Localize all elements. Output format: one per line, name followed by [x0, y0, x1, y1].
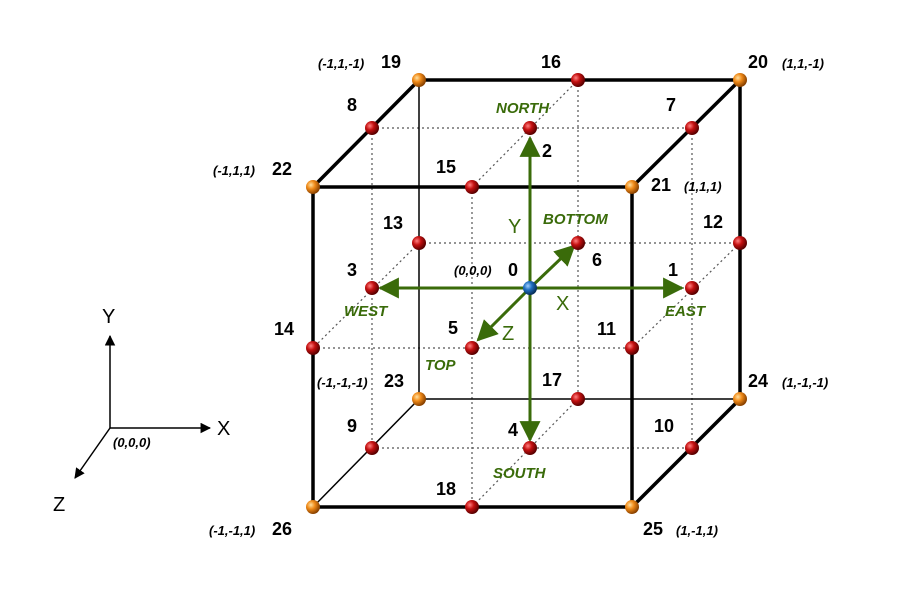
node-9 — [365, 441, 379, 455]
label-23: 23 — [384, 371, 404, 391]
coord-19: (-1,1,-1) — [318, 56, 364, 71]
coord-23: (-1,-1,-1) — [317, 375, 368, 390]
ref-axis-y: Y — [102, 306, 115, 328]
label-22: 22 — [272, 159, 292, 179]
node-18 — [465, 500, 479, 514]
label-4: 4 — [508, 420, 518, 440]
direction-labels: NORTH SOUTH EAST WEST TOP BOTTOM — [344, 100, 707, 482]
direction-east: EAST — [665, 303, 707, 320]
lattice-nodes — [306, 73, 747, 514]
label-10: 10 — [654, 416, 674, 436]
node-23 — [412, 392, 426, 406]
node-20 — [733, 73, 747, 87]
label-5: 5 — [448, 318, 458, 338]
coord-21: (1,1,1) — [684, 179, 722, 194]
node-21 — [625, 180, 639, 194]
label-25: 25 — [643, 519, 663, 539]
label-13: 13 — [383, 213, 403, 233]
node-22 — [306, 180, 320, 194]
direction-top: TOP — [425, 357, 457, 374]
label-15: 15 — [436, 157, 456, 177]
label-8: 8 — [347, 95, 357, 115]
label-18: 18 — [436, 479, 456, 499]
direction-bottom: BOTTOM — [543, 211, 608, 228]
label-9: 9 — [347, 416, 357, 436]
top-arrow — [476, 286, 532, 342]
cube-axis-letters: X Y Z — [502, 216, 569, 345]
label-6: 6 — [592, 250, 602, 270]
cube-axis-x: X — [556, 293, 569, 315]
node-19 — [412, 73, 426, 87]
node-14 — [306, 341, 320, 355]
cube-axis-z: Z — [502, 323, 514, 345]
label-7: 7 — [666, 95, 676, 115]
node-1 — [685, 281, 699, 295]
label-1: 1 — [668, 260, 678, 280]
label-3: 3 — [347, 260, 357, 280]
label-24: 24 — [748, 371, 768, 391]
node-17 — [571, 392, 585, 406]
node-8 — [365, 121, 379, 135]
ref-axis-z: Z — [53, 494, 65, 516]
label-11: 11 — [597, 319, 616, 339]
direction-north: NORTH — [496, 100, 550, 117]
label-14: 14 — [274, 319, 294, 339]
coord-22: (-1,1,1) — [213, 163, 255, 178]
label-17: 17 — [542, 370, 562, 390]
label-2: 2 — [542, 141, 552, 161]
coordinate-labels: (0,0,0) (-1,1,-1) (1,1,-1) (-1,1,1) (1,1… — [209, 56, 828, 538]
node-5 — [465, 341, 479, 355]
label-19: 19 — [381, 52, 401, 72]
coord-24: (1,-1,-1) — [782, 375, 828, 390]
ref-z-arrow — [74, 427, 111, 479]
node-4 — [523, 441, 537, 455]
label-12: 12 — [703, 212, 723, 232]
coord-20: (1,1,-1) — [782, 56, 824, 71]
node-24 — [733, 392, 747, 406]
node-13 — [412, 236, 426, 250]
coord-26: (-1,-1,1) — [209, 523, 255, 538]
node-25 — [625, 500, 639, 514]
node-2 — [523, 121, 537, 135]
node-10 — [685, 441, 699, 455]
center-axes — [377, 135, 685, 443]
ref-origin-label: (0,0,0) — [113, 435, 151, 450]
label-0: 0 — [508, 260, 518, 280]
coord-0: (0,0,0) — [454, 263, 492, 278]
node-15 — [465, 180, 479, 194]
cube-axis-y: Y — [508, 216, 521, 238]
label-26: 26 — [272, 519, 292, 539]
label-16: 16 — [541, 52, 561, 72]
node-16 — [571, 73, 585, 87]
label-20: 20 — [748, 52, 768, 72]
node-6 — [571, 236, 585, 250]
node-number-labels: 0 1 2 3 4 5 6 7 8 9 10 11 12 13 14 15 16… — [272, 52, 768, 539]
direction-south: SOUTH — [493, 465, 547, 482]
bottom-arrow — [528, 244, 576, 290]
node-3 — [365, 281, 379, 295]
node-12 — [733, 236, 747, 250]
label-21: 21 — [651, 175, 671, 195]
coord-25: (1,-1,1) — [676, 523, 718, 538]
ref-axis-x: X — [217, 418, 230, 440]
node-0 — [523, 281, 537, 295]
reference-axes: Y X Z (0,0,0) — [53, 306, 230, 516]
node-26 — [306, 500, 320, 514]
direction-west: WEST — [344, 303, 389, 320]
node-11 — [625, 341, 639, 355]
node-7 — [685, 121, 699, 135]
